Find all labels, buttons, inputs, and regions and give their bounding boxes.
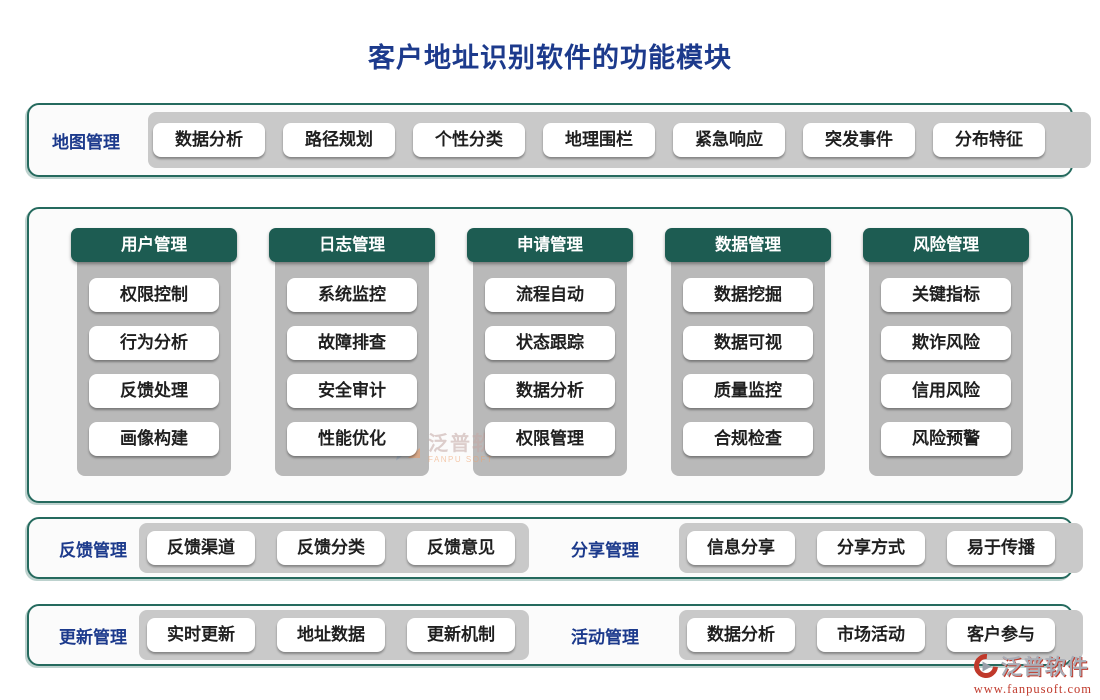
feedback-share-panel: 反馈管理 反馈渠道 反馈分类 反馈意见 分享管理 信息分享 分享方式 易于传播 xyxy=(27,517,1083,579)
map-button-incident: 突发事件 xyxy=(803,123,915,157)
fanpu-logo: 泛普软件 www.fanpusoft.com xyxy=(968,649,1092,697)
fanpu-logo-icon xyxy=(968,649,1003,683)
module-item: 数据分析 xyxy=(485,374,615,408)
update-buttons-strip: 实时更新 地址数据 更新机制 xyxy=(139,610,529,660)
feedback-management-label: 反馈管理 xyxy=(59,540,127,560)
module-body-risk: 关键指标 欺诈风险 信用风险 风险预警 xyxy=(869,255,1023,476)
update-button-mechanism: 更新机制 xyxy=(407,618,515,652)
module-header-risk: 风险管理 xyxy=(863,228,1029,262)
share-button-spread: 易于传播 xyxy=(947,531,1055,565)
module-item: 故障排查 xyxy=(287,326,417,360)
activity-management-label: 活动管理 xyxy=(571,627,639,647)
module-item: 权限控制 xyxy=(89,278,219,312)
module-item: 欺诈风险 xyxy=(881,326,1011,360)
share-button-method: 分享方式 xyxy=(817,531,925,565)
module-item: 信用风险 xyxy=(881,374,1011,408)
activity-button-customer: 客户参与 xyxy=(947,618,1055,652)
feedback-button-channel: 反馈渠道 xyxy=(147,531,255,565)
module-item: 风险预警 xyxy=(881,422,1011,456)
module-item: 系统监控 xyxy=(287,278,417,312)
module-header-application: 申请管理 xyxy=(467,228,633,262)
fanpu-logo-name: 泛普软件 xyxy=(1000,656,1089,679)
module-item: 权限管理 xyxy=(485,422,615,456)
module-body-user: 权限控制 行为分析 反馈处理 画像构建 xyxy=(77,255,231,476)
activity-button-data-analysis: 数据分析 xyxy=(687,618,795,652)
map-button-geofence: 地理围栏 xyxy=(543,123,655,157)
activity-button-market: 市场活动 xyxy=(817,618,925,652)
map-management-label: 地图管理 xyxy=(52,132,120,152)
update-button-address-data: 地址数据 xyxy=(277,618,385,652)
share-management-label: 分享管理 xyxy=(571,540,639,560)
module-item: 性能优化 xyxy=(287,422,417,456)
module-item: 安全审计 xyxy=(287,374,417,408)
module-header-log: 日志管理 xyxy=(269,228,435,262)
feedback-button-opinion: 反馈意见 xyxy=(407,531,515,565)
module-item: 合规检查 xyxy=(683,422,813,456)
module-item: 画像构建 xyxy=(89,422,219,456)
map-button-route-planning: 路径规划 xyxy=(283,123,395,157)
map-button-distribution: 分布特征 xyxy=(933,123,1045,157)
module-item: 质量监控 xyxy=(683,374,813,408)
module-column-application: 申请管理 流程自动 状态跟踪 数据分析 权限管理 xyxy=(467,228,633,501)
module-body-log: 系统监控 故障排查 安全审计 性能优化 xyxy=(275,255,429,476)
module-item: 状态跟踪 xyxy=(485,326,615,360)
map-buttons-strip: 数据分析 路径规划 个性分类 地理围栏 紧急响应 突发事件 分布特征 xyxy=(148,112,1091,168)
module-column-log: 日志管理 系统监控 故障排查 安全审计 性能优化 xyxy=(269,228,435,501)
share-button-info: 信息分享 xyxy=(687,531,795,565)
module-item: 流程自动 xyxy=(485,278,615,312)
modules-panel: 用户管理 权限控制 行为分析 反馈处理 画像构建 日志管理 系统监控 故障排查 … xyxy=(27,207,1073,503)
fanpu-logo-url: www.fanpusoft.com xyxy=(973,682,1092,696)
update-activity-panel: 更新管理 实时更新 地址数据 更新机制 活动管理 数据分析 市场活动 客户参与 xyxy=(27,604,1083,666)
module-column-user: 用户管理 权限控制 行为分析 反馈处理 画像构建 xyxy=(71,228,237,501)
share-buttons-strip: 信息分享 分享方式 易于传播 xyxy=(679,523,1083,573)
module-body-application: 流程自动 状态跟踪 数据分析 权限管理 xyxy=(473,255,627,476)
module-item: 数据挖掘 xyxy=(683,278,813,312)
page-title: 客户地址识别软件的功能模块 xyxy=(368,43,732,73)
map-button-emergency-response: 紧急响应 xyxy=(673,123,785,157)
module-column-risk: 风险管理 关键指标 欺诈风险 信用风险 风险预警 xyxy=(863,228,1029,501)
feedback-button-classify: 反馈分类 xyxy=(277,531,385,565)
module-body-data: 数据挖掘 数据可视 质量监控 合规检查 xyxy=(671,255,825,476)
update-management-label: 更新管理 xyxy=(59,627,127,647)
module-header-user: 用户管理 xyxy=(71,228,237,262)
activity-buttons-strip: 数据分析 市场活动 客户参与 xyxy=(679,610,1083,660)
module-item: 关键指标 xyxy=(881,278,1011,312)
map-button-personal-classify: 个性分类 xyxy=(413,123,525,157)
module-item: 数据可视 xyxy=(683,326,813,360)
module-item: 行为分析 xyxy=(89,326,219,360)
module-header-data: 数据管理 xyxy=(665,228,831,262)
update-button-realtime: 实时更新 xyxy=(147,618,255,652)
module-column-data: 数据管理 数据挖掘 数据可视 质量监控 合规检查 xyxy=(665,228,831,501)
map-management-panel: 地图管理 数据分析 路径规划 个性分类 地理围栏 紧急响应 突发事件 分布特征 xyxy=(27,103,1091,177)
feedback-buttons-strip: 反馈渠道 反馈分类 反馈意见 xyxy=(139,523,529,573)
map-button-data-analysis: 数据分析 xyxy=(153,123,265,157)
module-item: 反馈处理 xyxy=(89,374,219,408)
